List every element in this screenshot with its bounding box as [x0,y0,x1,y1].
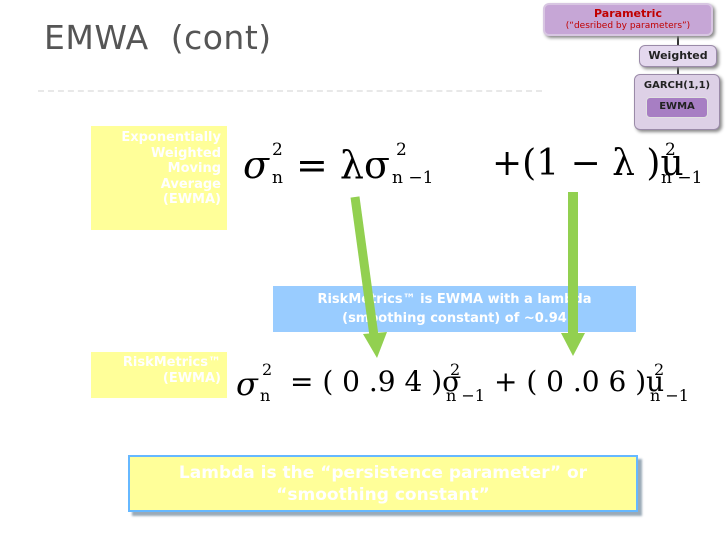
lambda-note-line: Lambda is the “persistence parameter” or [178,463,588,483]
eq1-sup: 2 [665,140,676,160]
eq2-sigma: σ [236,365,258,403]
eq2-sup: 2 [450,360,461,379]
ewma-label-line: Exponentially [121,130,221,145]
garch-node: GARCH(1,1) EWMA [634,74,720,130]
lambda-arrow [350,196,379,337]
ewma-label-box: Exponentially Weighted Moving Average (E… [91,126,227,230]
eq1-sigma: σ [243,143,269,187]
ewma-label-line: Weighted [150,145,221,161]
title-divider [38,90,542,92]
eq1-term2: +(1 − λ )u [492,143,684,184]
lambda-note-line: “smoothing constant” [276,485,490,505]
connector-line [677,67,679,75]
ewma-label-line: (EWMA) [162,192,221,207]
riskmetrics-label-line: (EWMA) [162,370,221,386]
riskmetrics-label-box: RiskMetrics™ (EWMA) [91,352,227,398]
lambda-arrowhead [363,332,387,358]
callout-line: RiskMetrics™ is EWMA with a lambda [317,292,592,307]
connector-line [677,36,679,46]
eq1-sub-n1: n −1 [392,168,434,188]
eq2-coef: = ( 0 .9 4 )σ [290,365,462,398]
weighted-node: Weighted [639,45,717,67]
eq2-sub-n: n [260,386,271,405]
ewma-label-line: Average [160,176,221,192]
eq2-sup: 2 [262,360,273,379]
eq2-sup: 2 [654,360,665,379]
lambda-note-box: Lambda is the “persistence parameter” or… [128,455,638,512]
parametric-sublabel: (“desribed by parameters”) [565,21,691,31]
eq1-sup: 2 [396,140,407,160]
eq2-sub-n1: n −1 [446,386,485,405]
eq1-sub-n1: n −1 [661,168,703,188]
parametric-node: Parametric (“desribed by parameters”) [543,3,713,36]
eq1-sup: 2 [272,140,283,160]
riskmetrics-label-line: RiskMetrics™ [122,355,221,370]
slide-title: EMWA (cont) [44,18,272,57]
garch-label: GARCH(1,1) [643,80,711,91]
parametric-label: Parametric [594,7,662,20]
eq1-lambda-sigma: = λσ [296,143,390,187]
eq2-term2: + ( 0 .0 6 )u [494,365,665,398]
eq2-sub-n1: n −1 [650,386,689,405]
ewma-label-line: Moving [167,161,221,176]
ewma-node: EWMA [646,97,708,118]
eq1-sub-n: n [272,168,283,188]
u-arrowhead [561,333,585,356]
callout-line: (smoothing constant) of ~0.94 [342,311,567,326]
